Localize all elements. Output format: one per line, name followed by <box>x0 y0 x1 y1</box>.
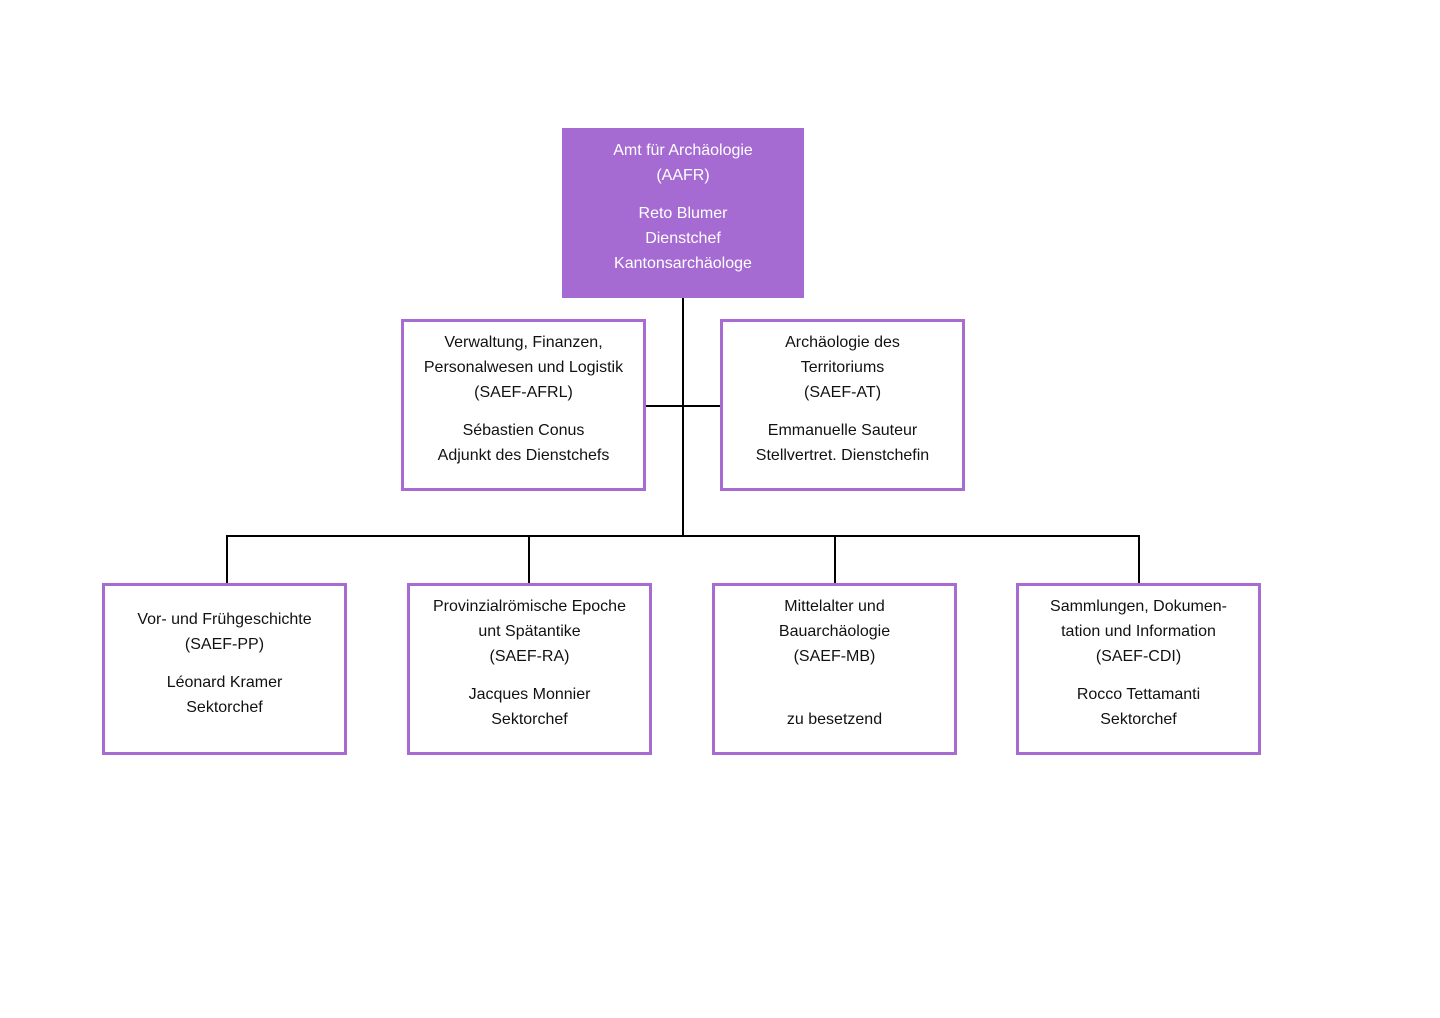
org-box-sector-cdi: Sammlungen, Dokumen- tation und Informat… <box>1016 583 1261 755</box>
connector-staff-left <box>645 405 683 407</box>
org-box-staff-at-person: Emmanuelle Sauteur Stellvertret. Dienstc… <box>755 422 930 464</box>
org-box-staff-at: Archäologie des Territoriums (SAEF-AT) E… <box>720 319 965 491</box>
org-box-sector-ra: Provinzialrömische Epoche unt Spätantike… <box>407 583 652 755</box>
org-box-head-unit: Amt für Archäologie (AAFR) <box>613 142 753 184</box>
connector-sector-3 <box>834 535 836 584</box>
org-box-sector-pp: Vor- und Frühgeschichte (SAEF-PP) Léonar… <box>102 583 347 755</box>
connector-sector-4 <box>1138 535 1140 584</box>
org-box-staff-afrl: Verwaltung, Finanzen, Personalwesen und … <box>401 319 646 491</box>
org-box-staff-afrl-unit: Verwaltung, Finanzen, Personalwesen und … <box>423 334 624 401</box>
org-box-sector-pp-unit: Vor- und Frühgeschichte (SAEF-PP) <box>137 611 312 653</box>
connector-staff-right <box>683 405 721 407</box>
org-box-sector-cdi-person: Rocco Tettamanti Sektorchef <box>1076 686 1201 728</box>
org-box-sector-ra-unit: Provinzialrömische Epoche unt Spätantike… <box>433 598 626 665</box>
org-box-head-person: Reto Blumer Dienstchef Kantonsarchäologe <box>614 205 752 272</box>
org-box-sector-cdi-unit: Sammlungen, Dokumen- tation und Informat… <box>1050 598 1227 665</box>
connector-sector-bar <box>226 535 1140 537</box>
org-box-sector-pp-person: Léonard Kramer Sektorchef <box>166 674 283 716</box>
org-box-sector-mb-unit: Mittelalter und Bauarchäologie (SAEF-MB) <box>778 598 891 665</box>
connector-trunk <box>682 297 684 537</box>
org-box-sector-mb: Mittelalter und Bauarchäologie (SAEF-MB)… <box>712 583 957 755</box>
org-box-staff-afrl-person: Sébastien Conus Adjunkt des Dienstchefs <box>437 422 610 464</box>
org-box-sector-ra-person: Jacques Monnier Sektorchef <box>468 686 591 728</box>
org-box-sector-mb-person: zu besetzend <box>786 711 883 728</box>
connector-sector-2 <box>528 535 530 584</box>
org-box-staff-at-unit: Archäologie des Territoriums (SAEF-AT) <box>785 334 900 401</box>
org-box-head: Amt für Archäologie (AAFR) Reto Blumer D… <box>562 128 804 298</box>
connector-sector-1 <box>226 535 228 584</box>
